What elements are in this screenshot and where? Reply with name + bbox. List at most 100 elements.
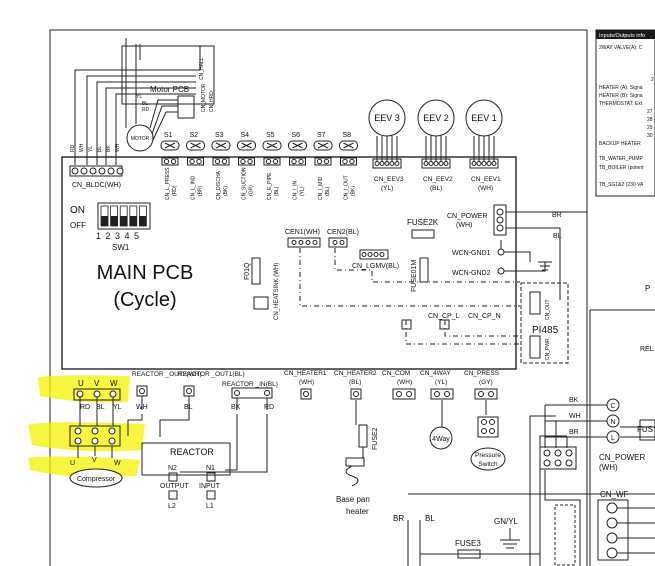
sensor-6-connector <box>289 157 306 166</box>
fourway-icon <box>429 426 453 450</box>
sw1-off: OFF <box>70 221 86 230</box>
eev-pin <box>438 161 444 166</box>
io-box-line: 30 <box>647 133 653 139</box>
gnd1-label: WCN-GND1 <box>452 250 491 257</box>
sensor-1-name: S1 <box>164 132 173 139</box>
sensor-pin <box>272 158 279 165</box>
cn-bldc-pin <box>107 167 115 175</box>
reactor-rd: RD <box>264 404 274 411</box>
compressor-icon <box>69 468 123 488</box>
cen-connectors: CEN1(WH) CEN2(BL) CN_LGMV(BL) <box>285 229 399 270</box>
uvw-v: V <box>94 379 100 388</box>
bottom-connectors: CN_HEATER1(WH)CN_HEATER2(BL)CN_COM(WH)CN… <box>284 370 500 400</box>
bottom-cn-pin <box>478 391 484 397</box>
sensor-7-plug <box>313 140 333 151</box>
bottom-cn-2-name: CN_HEATER2 <box>334 370 377 377</box>
cn-power-color: (WH) <box>456 222 472 229</box>
io-info-box: Inputs/Outputs info 2WAY VALVE(A): C2HEA… <box>595 29 655 197</box>
sw1-on: ON <box>70 205 85 216</box>
reactor-output: OUTPUT <box>160 483 190 490</box>
sensor-3-connector <box>212 157 230 166</box>
pressure-switch-icon <box>470 447 506 471</box>
fuse2k-label: FUSE2K <box>407 218 439 227</box>
lgmv-pin <box>379 252 385 257</box>
io-box-title: Inputs/Outputs info <box>599 33 645 39</box>
io-box-line: HEATER (B): Signa <box>599 93 643 99</box>
sensor-pin <box>316 158 323 165</box>
motor-pcb-title: Motor PCB <box>150 85 189 94</box>
sw1-dip-switch: ON OFF 1 2 3 4 5 SW1 <box>70 202 151 252</box>
pressure-line1: Pressure <box>475 452 501 459</box>
sensor-pin <box>189 158 195 165</box>
terminal-l: L <box>611 435 615 442</box>
sensor-pin <box>240 158 246 165</box>
reactor-out2-label: REACTOR _OUT2(WH) <box>132 371 202 378</box>
bottom-cn-pin <box>488 391 494 397</box>
sensor-8-connector <box>340 157 357 166</box>
sensor-pin <box>291 158 297 165</box>
bottom-cn-3-color: (WH) <box>397 379 412 386</box>
cen1-pin <box>305 240 311 245</box>
sensor-8-name: S8 <box>343 132 352 139</box>
sensor-5-cn: CN_E_PIPE <box>267 172 273 200</box>
uvw-u: U <box>78 379 84 388</box>
io-box-line: THERMOSTAT: Ext <box>599 101 643 107</box>
eev-pin <box>374 161 380 166</box>
sensor-2-plug <box>186 140 205 151</box>
cn-bldc-pin <box>89 167 97 175</box>
terminal-section: BK WH BR C N L CN_POWER (WH) FUS CN_WF R… <box>529 284 655 566</box>
sensor-7-color: (BL) <box>325 186 331 196</box>
bottom-cn-5-color: (GY) <box>479 379 493 386</box>
sensor-5-plug <box>262 140 282 151</box>
io-box-line: 27 <box>647 109 653 115</box>
bottom-cn-3-housing <box>392 388 416 400</box>
bottom-cn-4-color: (YL) <box>435 379 447 386</box>
bottom-gnyl: GN/YL <box>494 517 519 526</box>
eev-pin <box>433 161 439 166</box>
lgmv-pin <box>373 252 379 257</box>
power-section: CN_POWER (WH) BR BL WCN-GND1 WCN-GND2 <box>447 204 587 300</box>
comp-v: V <box>92 457 97 464</box>
sensor-3-plug <box>211 140 231 151</box>
bottom-cn-pin <box>406 391 412 397</box>
terminal-br: BR <box>569 429 579 436</box>
eev-pin <box>379 161 385 166</box>
eev-3-connector <box>372 158 402 169</box>
bottom-wires: BR BL GN/YL FUSE3 <box>393 493 655 566</box>
sensor-2-mark <box>190 142 201 149</box>
cn-power-label: CN_POWER <box>447 213 487 220</box>
io-box-line: BACKUP HEATER <box>599 141 641 147</box>
p-mark: P <box>645 284 650 293</box>
cn-bldc-pin <box>80 167 88 175</box>
eev-pin <box>384 161 390 166</box>
sensor-4-mark <box>241 142 252 149</box>
sensor-4-color: (GR) <box>249 185 255 196</box>
eev-1-name: EEV 1 <box>471 113 497 123</box>
eev-2-name: EEV 2 <box>423 113 449 123</box>
bottom-cn-pin <box>434 391 440 397</box>
eev-pin <box>476 161 482 166</box>
fuse01m-label: FUSE01M <box>411 260 418 292</box>
uvw-w: W <box>110 379 118 388</box>
sensor-pin <box>170 158 177 165</box>
cn-bldc-wire-label: BL <box>97 146 103 152</box>
sensor-5-connector <box>263 157 281 166</box>
main-pcb-title: MAIN PCB <box>97 262 194 284</box>
cn-bldc-pin <box>116 167 124 175</box>
f01q-label: F01Q <box>244 262 251 280</box>
motor-cn-motor: CN_MOTOR <box>201 83 207 112</box>
bottom-cn-2-color: (BL) <box>349 379 361 386</box>
sensor-8-mark <box>343 142 354 149</box>
terminal-fus: FUS <box>637 425 653 434</box>
sensor-3-color: (BK) <box>223 186 229 196</box>
eev-pin <box>491 161 497 166</box>
bottom-cn-5-name: CN_PRESS <box>464 370 500 377</box>
bottom-cn-3-name: CN_COM <box>382 370 410 377</box>
eev-pin <box>486 161 492 166</box>
io-box-line: 2WAY VALVE(A): C <box>599 45 643 51</box>
sensor-5-name: S5 <box>266 132 275 139</box>
cen2-label: CEN2(BL) <box>327 229 359 236</box>
io-box-line: HEATER (A): Signa <box>599 85 643 91</box>
io-box-line: TB_BOILER (potent <box>599 165 644 171</box>
